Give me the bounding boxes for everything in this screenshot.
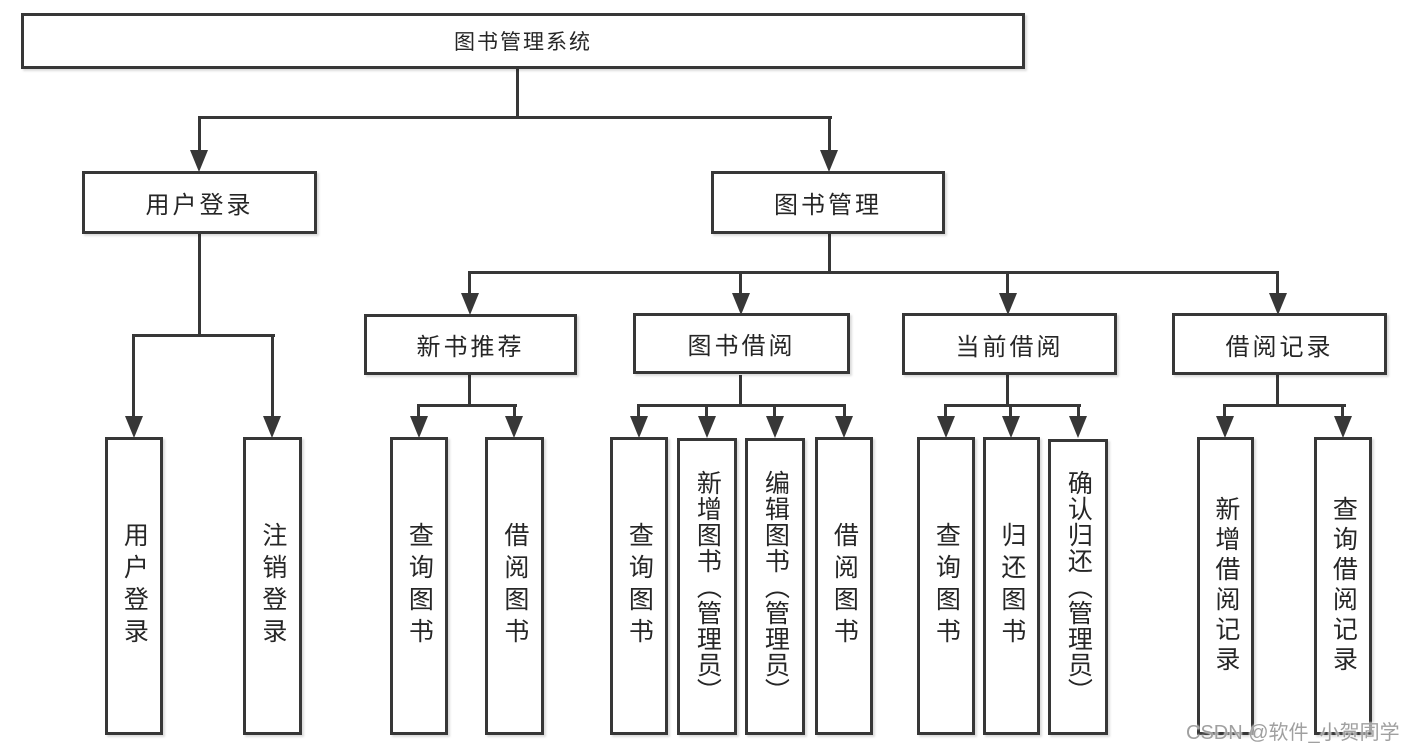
leaf-edit-book-admin: 编辑图书（管理员） bbox=[745, 438, 805, 735]
arrow-down-icon bbox=[820, 150, 838, 172]
leaf-return-book: 归还图书 bbox=[983, 437, 1040, 735]
arrow-down-icon bbox=[630, 416, 648, 438]
arrow-down-icon bbox=[732, 293, 750, 315]
arrow-down-icon bbox=[1002, 416, 1020, 438]
arrow-down-icon bbox=[1069, 416, 1087, 438]
leaf-logout-label: 注销登录 bbox=[258, 522, 287, 650]
leaf-borrow-query: 查询图书 bbox=[610, 437, 668, 735]
arrow-down-icon bbox=[698, 416, 716, 438]
node-root: 图书管理系统 bbox=[21, 13, 1025, 69]
connector-line bbox=[132, 334, 135, 420]
arrow-down-icon bbox=[461, 293, 479, 315]
leaf-newbook-query-label: 查询图书 bbox=[405, 522, 434, 650]
node-current-borrow-label: 当前借阅 bbox=[955, 333, 1064, 361]
node-borrow-record: 借阅记录 bbox=[1172, 313, 1387, 375]
connector-line bbox=[739, 375, 742, 407]
connector-line bbox=[271, 334, 274, 420]
leaf-add-borrow-record: 新增借阅记录 bbox=[1197, 437, 1254, 735]
connector-line bbox=[843, 404, 846, 420]
connector-line bbox=[1006, 271, 1009, 297]
node-borrow-record-label: 借阅记录 bbox=[1225, 333, 1334, 361]
leaf-user-login-label: 用户登录 bbox=[120, 522, 149, 650]
arrow-down-icon bbox=[190, 150, 208, 172]
leaf-query-borrow-record: 查询借阅记录 bbox=[1314, 437, 1372, 735]
connector-line bbox=[198, 116, 832, 119]
node-root-label: 图书管理系统 bbox=[454, 31, 592, 54]
connector-line bbox=[637, 404, 640, 420]
node-current-borrow: 当前借阅 bbox=[902, 313, 1117, 375]
leaf-edit-book-admin-label: 编辑图书（管理员） bbox=[761, 469, 790, 704]
leaf-add-book-admin-label: 新增图书（管理员） bbox=[693, 469, 722, 704]
leaf-current-query-label: 查询图书 bbox=[932, 522, 961, 650]
arrow-down-icon bbox=[937, 416, 955, 438]
arrow-down-icon bbox=[410, 416, 428, 438]
node-book-borrow: 图书借阅 bbox=[633, 313, 850, 374]
connector-line bbox=[705, 404, 708, 420]
leaf-borrow-query-label: 查询图书 bbox=[625, 522, 654, 650]
leaf-user-login: 用户登录 bbox=[105, 437, 163, 735]
leaf-add-book-admin: 新增图书（管理员） bbox=[677, 438, 737, 735]
connector-line bbox=[516, 68, 519, 118]
connector-line bbox=[1077, 404, 1080, 420]
leaf-return-book-label: 归还图书 bbox=[997, 522, 1026, 650]
connector-line bbox=[417, 404, 517, 407]
leaf-logout: 注销登录 bbox=[243, 437, 302, 735]
connector-line bbox=[198, 234, 201, 337]
connector-line bbox=[132, 334, 275, 337]
connector-line bbox=[468, 271, 1279, 274]
arrow-down-icon bbox=[835, 416, 853, 438]
node-new-book-recommend: 新书推荐 bbox=[364, 314, 577, 375]
node-user-login-label: 用户登录 bbox=[145, 192, 254, 219]
arrow-down-icon bbox=[766, 416, 784, 438]
node-book-management-label: 图书管理 bbox=[774, 192, 882, 219]
connector-line bbox=[1223, 404, 1226, 420]
leaf-confirm-return-admin: 确认归还（管理员） bbox=[1048, 439, 1108, 735]
connector-line bbox=[773, 404, 776, 420]
arrow-down-icon bbox=[1334, 416, 1352, 438]
node-book-borrow-label: 图书借阅 bbox=[687, 333, 796, 360]
arrow-down-icon bbox=[505, 416, 523, 438]
connector-line bbox=[1276, 375, 1279, 407]
leaf-borrow-book-label: 借阅图书 bbox=[830, 522, 859, 650]
connector-line bbox=[944, 404, 947, 420]
arrow-down-icon bbox=[125, 416, 143, 438]
leaf-current-query: 查询图书 bbox=[917, 437, 975, 735]
watermark: CSDN @软件_小贺同学 bbox=[1186, 722, 1400, 744]
connector-line bbox=[1341, 404, 1344, 420]
arrow-down-icon bbox=[999, 293, 1017, 315]
connector-line bbox=[1009, 404, 1012, 420]
node-book-management: 图书管理 bbox=[711, 171, 945, 234]
connector-line bbox=[1276, 271, 1279, 297]
connector-line bbox=[468, 375, 471, 407]
arrow-down-icon bbox=[1269, 293, 1287, 315]
connector-line bbox=[1006, 375, 1009, 407]
leaf-add-borrow-record-label: 新增借阅记录 bbox=[1211, 496, 1240, 676]
connector-line bbox=[1223, 404, 1346, 407]
leaf-query-borrow-record-label: 查询借阅记录 bbox=[1329, 496, 1358, 676]
arrow-down-icon bbox=[1216, 416, 1234, 438]
leaf-newbook-borrow: 借阅图书 bbox=[485, 437, 544, 735]
leaf-newbook-query: 查询图书 bbox=[390, 437, 448, 735]
connector-line bbox=[637, 404, 846, 407]
node-new-book-recommend-label: 新书推荐 bbox=[416, 334, 525, 361]
connector-line bbox=[828, 116, 831, 156]
connector-line bbox=[739, 271, 742, 297]
arrow-down-icon bbox=[263, 416, 281, 438]
leaf-newbook-borrow-label: 借阅图书 bbox=[500, 522, 529, 650]
connector-line bbox=[417, 404, 420, 420]
leaf-confirm-return-admin-label: 确认归还（管理员） bbox=[1064, 470, 1093, 704]
connector-line bbox=[198, 116, 201, 156]
connector-line bbox=[468, 271, 471, 297]
connector-line bbox=[513, 404, 516, 420]
node-user-login: 用户登录 bbox=[82, 171, 317, 234]
leaf-borrow-book: 借阅图书 bbox=[815, 437, 873, 735]
connector-line bbox=[828, 234, 831, 274]
connector-line bbox=[944, 404, 1081, 407]
